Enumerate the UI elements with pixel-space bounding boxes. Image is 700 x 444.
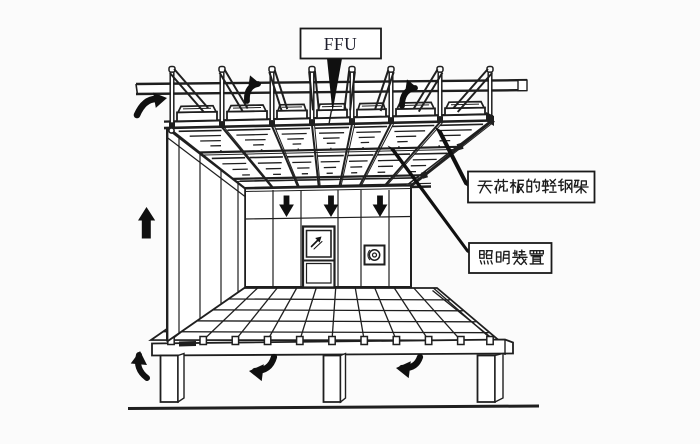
svg-text:FFU: FFU	[324, 34, 358, 54]
